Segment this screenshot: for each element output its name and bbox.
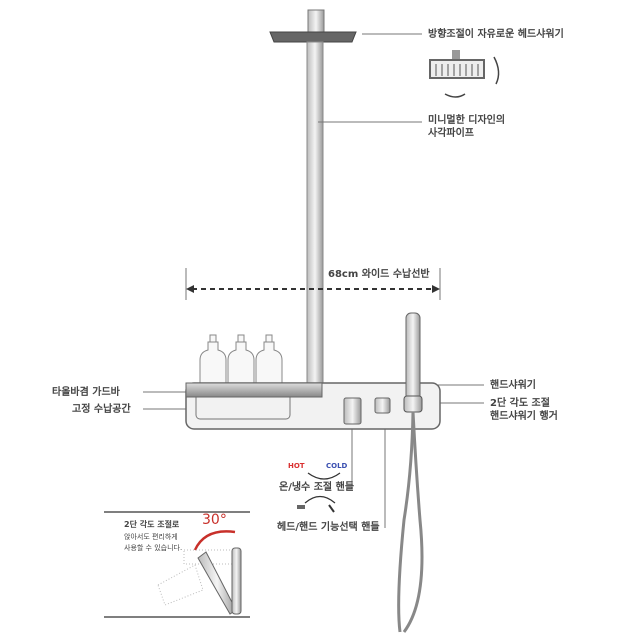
- label-hand-shower: 핸드샤워기: [490, 380, 536, 391]
- inset-line2: 앉아서도 편리하게: [124, 533, 178, 541]
- label-shelf-width: 68cm 와이드 수납선반: [328, 269, 430, 280]
- label-pipe-line2: 사각파이프: [428, 128, 474, 139]
- square-pipe: [306, 41, 324, 388]
- temperature-handle[interactable]: [343, 397, 362, 425]
- storage-shelf: [185, 382, 441, 430]
- angle-inset: [104, 511, 250, 618]
- label-mode-handle: 헤드/핸드 기능선택 핸들: [277, 522, 380, 533]
- label-towel-bar: 타올바겸 가드바: [52, 387, 120, 398]
- towel-guard-bar: [185, 382, 323, 398]
- label-storage: 고정 수납공간: [72, 404, 131, 415]
- head-shower: [269, 9, 357, 43]
- label-hanger-line1: 2단 각도 조절: [490, 398, 550, 409]
- label-pipe-line1: 미니멀한 디자인의: [428, 115, 506, 126]
- label-hanger-line2: 핸드샤워기 행거: [490, 411, 558, 422]
- head-shower-icon: [429, 50, 500, 98]
- label-head-shower: 방향조절이 자유로운 헤드샤워기: [428, 29, 564, 40]
- hand-shower: [397, 312, 424, 633]
- label-hot: HOT: [288, 462, 305, 470]
- rotation-arrow-icon: [307, 472, 341, 480]
- width-dimension-arrow: [186, 285, 440, 293]
- inset-line1: 2단 각도 조절로: [124, 520, 180, 529]
- head-hand-switch-icon: [297, 495, 336, 513]
- inset-line3: 사용할 수 있습니다.: [124, 544, 183, 552]
- label-cold: COLD: [326, 462, 348, 470]
- mode-select-handle[interactable]: [374, 397, 391, 414]
- angle-label: 30°: [202, 512, 227, 528]
- label-temp-handle: 온/냉수 조절 핸들: [279, 482, 355, 493]
